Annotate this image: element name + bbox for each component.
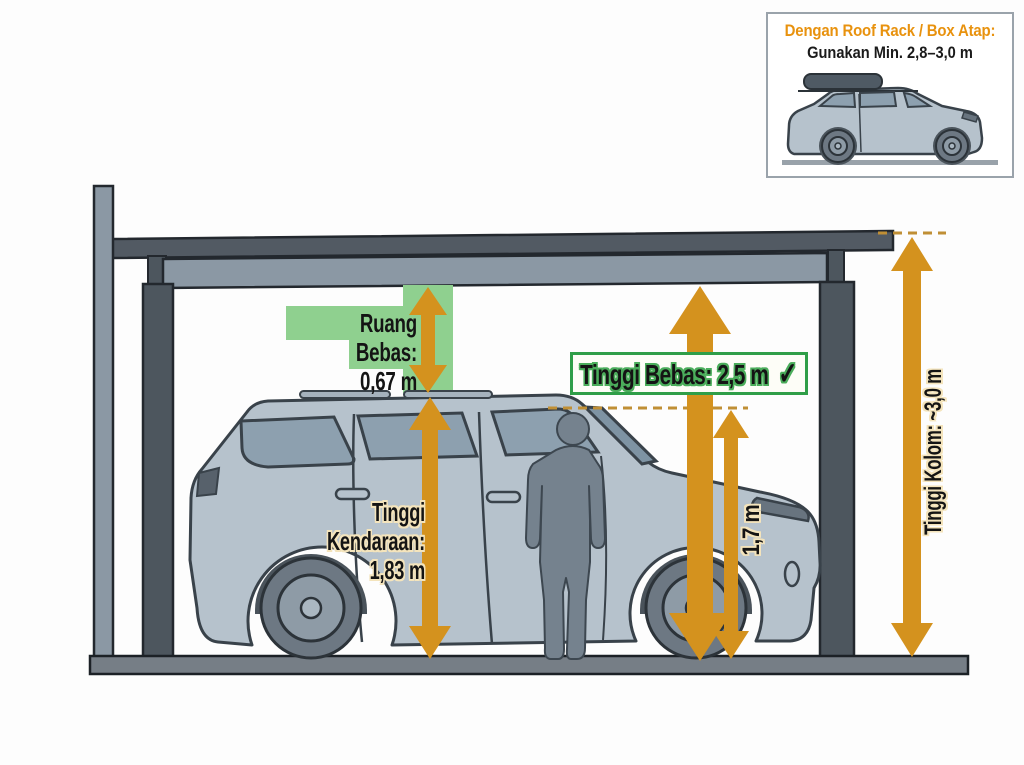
person-height-label: 1,7 m — [738, 504, 765, 556]
left-post — [92, 184, 115, 660]
ground — [88, 654, 970, 676]
ruang-bebas-value: 0,67 m — [360, 366, 417, 396]
right-column — [818, 280, 856, 662]
roof-rack-inset-panel: Dengan Roof Rack / Box Atap: Gunakan Min… — [766, 12, 1014, 178]
inset-title: Dengan Roof Rack / Box Atap: — [784, 21, 996, 40]
inset-subtitle: Gunakan Min. 2,8–3,0 m — [807, 43, 973, 62]
inset-ground-line — [782, 160, 998, 165]
person-body — [525, 445, 606, 660]
suv-door-line-front — [477, 411, 494, 645]
ruang-bebas-label-text: Ruang Bebas: — [355, 308, 417, 367]
inset-rear-hub-center — [834, 142, 842, 150]
inset-suv-door-line — [858, 93, 862, 153]
roof-beam — [161, 251, 829, 290]
roof-rail-front — [403, 390, 493, 399]
inset-front-hub-center — [948, 142, 956, 150]
suv-handle-rear — [334, 487, 371, 501]
person-height-arrow — [713, 410, 749, 659]
tinggi-kendaraan-value: 1,83 m — [369, 555, 426, 585]
tinggi-kolom-value: ~3,0 m — [920, 369, 947, 421]
rear-hub-center — [299, 596, 323, 620]
tinggi-bebas-text: Tinggi Bebas: 2,5 m ✓ — [580, 356, 797, 392]
tinggi-kolom-label-text: Tinggi Kolom: — [920, 425, 947, 535]
suv-handle-front — [485, 490, 522, 504]
tinggi-bebas-value: 2,5 m — [717, 358, 770, 390]
tinggi-bebas-label-text: Tinggi Bebas: — [580, 358, 713, 390]
suv-quarter-window — [239, 415, 356, 469]
tinggi-kendaraan-label-text: Tinggi Kendaraan: — [326, 497, 425, 556]
left-column — [141, 282, 175, 662]
tinggi-bebas-badge: Tinggi Bebas: 2,5 m ✓ — [570, 352, 808, 395]
tinggi-kendaraan-label: Tinggi Kendaraan: 1,83 m — [299, 498, 425, 585]
clearance-label-bg-line2 — [349, 340, 453, 369]
suv-headlight — [750, 496, 810, 523]
tinggi-bebas-arrow — [669, 286, 731, 661]
roof-rail-rear — [299, 390, 391, 399]
inset-roof-box — [803, 73, 883, 90]
tinggi-kolom-arrow — [891, 237, 933, 657]
ruang-bebas-arrow — [409, 287, 447, 393]
inset-suv-rear-window — [817, 91, 857, 109]
person-silhouette — [525, 412, 606, 660]
ruang-bebas-label: Ruang Bebas: 0,67 m — [321, 309, 417, 396]
inset-suv-headlight — [961, 111, 979, 123]
inset-suv-windshield — [902, 91, 934, 109]
inset-suv-side-window — [859, 90, 898, 109]
roof-box-suv-illustration — [782, 73, 998, 165]
tinggi-kendaraan-arrow — [409, 397, 451, 659]
suv-fog-light — [783, 560, 801, 588]
right-column-cap — [827, 249, 845, 285]
person-head — [556, 412, 590, 446]
tinggi-kolom-label: Tinggi Kolom: ~3,0 m — [920, 369, 948, 535]
suv-tail-lamp — [195, 466, 221, 498]
checkmark-icon: ✓ — [778, 355, 798, 391]
